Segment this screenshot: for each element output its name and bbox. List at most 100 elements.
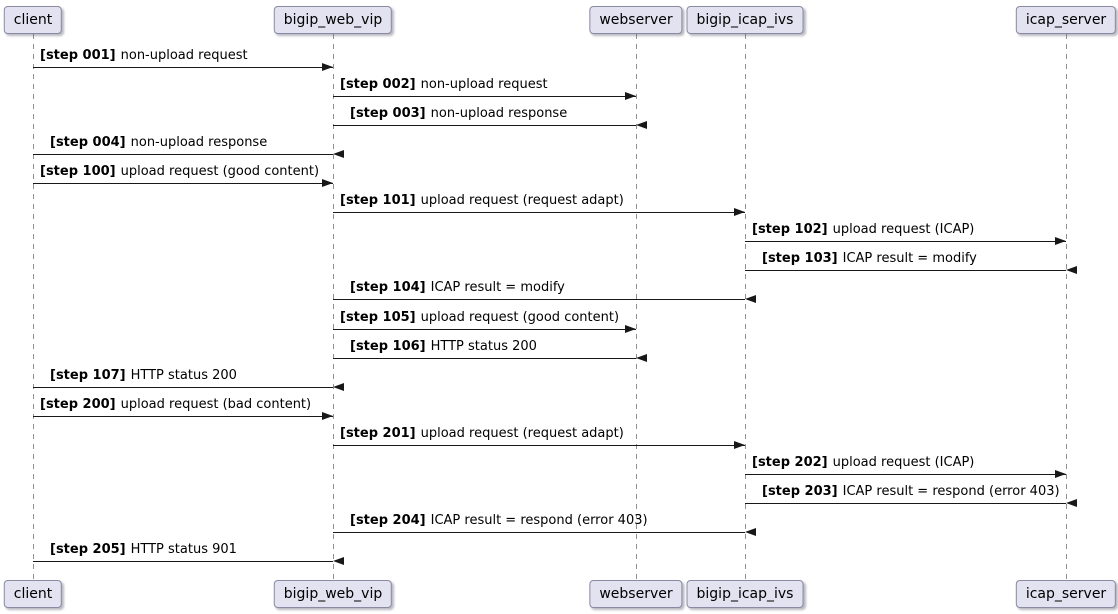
lifeline-webserver bbox=[636, 34, 637, 580]
message-step: [step 203] bbox=[762, 484, 838, 499]
message-step: [step 103] bbox=[762, 251, 838, 266]
arrowhead-right-icon bbox=[625, 92, 636, 100]
message-label: [step 102] upload request (ICAP) bbox=[752, 222, 974, 238]
message-label: [step 203] ICAP result = respond (error 4… bbox=[762, 484, 1060, 500]
message-text: upload request (good content) bbox=[420, 310, 620, 325]
participant-label: webserver bbox=[599, 12, 673, 28]
participant-label: icap_server bbox=[1025, 12, 1107, 28]
message-step: [step 100] bbox=[40, 164, 116, 179]
message-text: ICAP result = modify bbox=[430, 280, 565, 295]
arrowhead-left-icon bbox=[745, 528, 756, 536]
message-line bbox=[33, 67, 333, 68]
lifeline-client bbox=[33, 34, 34, 580]
arrowhead-right-icon bbox=[734, 208, 745, 216]
message-step: [step 202] bbox=[752, 455, 828, 470]
arrowhead-right-icon bbox=[322, 179, 333, 187]
message-text: non-upload response bbox=[130, 135, 268, 150]
participant-bigip_web_vip-top: bigip_web_vip bbox=[273, 6, 393, 34]
message-label: [step 101] upload request (request adapt) bbox=[340, 193, 624, 209]
message-step: [step 003] bbox=[350, 106, 426, 121]
message-text: non-upload response bbox=[430, 106, 568, 121]
participant-webserver-top: webserver bbox=[589, 6, 683, 34]
message-line bbox=[745, 503, 1066, 504]
participant-icap_server-top: icap_server bbox=[1015, 6, 1117, 34]
message-label: [step 103] ICAP result = modify bbox=[762, 251, 977, 267]
message-line bbox=[333, 532, 745, 533]
message-line bbox=[33, 387, 333, 388]
message-text: HTTP status 200 bbox=[430, 339, 537, 354]
message-label: [step 104] ICAP result = modify bbox=[350, 280, 565, 296]
arrowhead-right-icon bbox=[322, 412, 333, 420]
message-text: upload request (good content) bbox=[120, 164, 320, 179]
participant-label: webserver bbox=[599, 586, 673, 602]
arrowhead-left-icon bbox=[333, 150, 344, 158]
message-line bbox=[333, 358, 636, 359]
participant-client-bottom: client bbox=[3, 580, 63, 608]
participant-webserver-bottom: webserver bbox=[589, 580, 683, 608]
arrowhead-right-icon bbox=[322, 63, 333, 71]
message-step: [step 102] bbox=[752, 222, 828, 237]
message-step: [step 106] bbox=[350, 339, 426, 354]
message-label: [step 201] upload request (request adapt) bbox=[340, 426, 624, 442]
message-label: [step 002] non-upload request bbox=[340, 77, 548, 93]
lifeline-bigip_web_vip bbox=[333, 34, 334, 580]
message-text: ICAP result = respond (error 403) bbox=[430, 513, 648, 528]
message-text: ICAP result = modify bbox=[842, 251, 977, 266]
participant-bigip_icap_ivs-bottom: bigip_icap_ivs bbox=[686, 580, 804, 608]
message-step: [step 001] bbox=[40, 48, 116, 63]
message-text: ICAP result = respond (error 403) bbox=[842, 484, 1060, 499]
message-step: [step 101] bbox=[340, 193, 416, 208]
lifeline-bigip_icap_ivs bbox=[745, 34, 746, 580]
participant-label: icap_server bbox=[1025, 586, 1107, 602]
participant-label: client bbox=[13, 586, 53, 602]
lifeline-icap_server bbox=[1066, 34, 1067, 580]
message-step: [step 201] bbox=[340, 426, 416, 441]
message-text: non-upload request bbox=[120, 48, 248, 63]
arrowhead-left-icon bbox=[636, 121, 647, 129]
message-label: [step 003] non-upload response bbox=[350, 106, 567, 122]
message-step: [step 107] bbox=[50, 368, 126, 383]
participant-label: bigip_icap_ivs bbox=[696, 12, 794, 28]
message-line bbox=[333, 329, 636, 330]
arrowhead-right-icon bbox=[734, 441, 745, 449]
message-label: [step 105] upload request (good content) bbox=[340, 310, 619, 326]
message-line bbox=[333, 125, 636, 126]
message-text: upload request (request adapt) bbox=[420, 193, 624, 208]
message-step: [step 204] bbox=[350, 513, 426, 528]
message-label: [step 204] ICAP result = respond (error 4… bbox=[350, 513, 648, 529]
arrowhead-left-icon bbox=[333, 383, 344, 391]
message-line bbox=[333, 212, 745, 213]
arrowhead-right-icon bbox=[625, 325, 636, 333]
message-label: [step 001] non-upload request bbox=[40, 48, 248, 64]
message-line bbox=[745, 474, 1066, 475]
message-step: [step 104] bbox=[350, 280, 426, 295]
message-line bbox=[33, 154, 333, 155]
message-step: [step 105] bbox=[340, 310, 416, 325]
message-label: [step 107]HTTP status 200 bbox=[50, 368, 237, 384]
message-text: upload request (ICAP) bbox=[832, 222, 975, 237]
message-text: non-upload request bbox=[420, 77, 548, 92]
message-line bbox=[745, 241, 1066, 242]
message-text: upload request (request adapt) bbox=[420, 426, 624, 441]
participant-label: client bbox=[13, 12, 53, 28]
participant-bigip_web_vip-bottom: bigip_web_vip bbox=[273, 580, 393, 608]
message-label: [step 205]HTTP status 901 bbox=[50, 542, 237, 558]
arrowhead-right-icon bbox=[1055, 237, 1066, 245]
arrowhead-left-icon bbox=[1066, 266, 1077, 274]
arrowhead-right-icon bbox=[1055, 470, 1066, 478]
arrowhead-left-icon bbox=[1066, 499, 1077, 507]
message-line bbox=[333, 299, 745, 300]
message-label: [step 004]non-upload response bbox=[50, 135, 267, 151]
message-step: [step 002] bbox=[340, 77, 416, 92]
message-label: [step 106] HTTP status 200 bbox=[350, 339, 537, 355]
participant-label: bigip_icap_ivs bbox=[696, 586, 794, 602]
participant-client-top: client bbox=[3, 6, 63, 34]
message-line bbox=[33, 561, 333, 562]
arrowhead-left-icon bbox=[745, 295, 756, 303]
message-step: [step 205] bbox=[50, 542, 126, 557]
participant-icap_server-bottom: icap_server bbox=[1015, 580, 1117, 608]
message-label: [step 200]upload request (bad content) bbox=[40, 397, 311, 413]
message-line bbox=[33, 183, 333, 184]
message-label: [step 100] upload request (good content) bbox=[40, 164, 319, 180]
